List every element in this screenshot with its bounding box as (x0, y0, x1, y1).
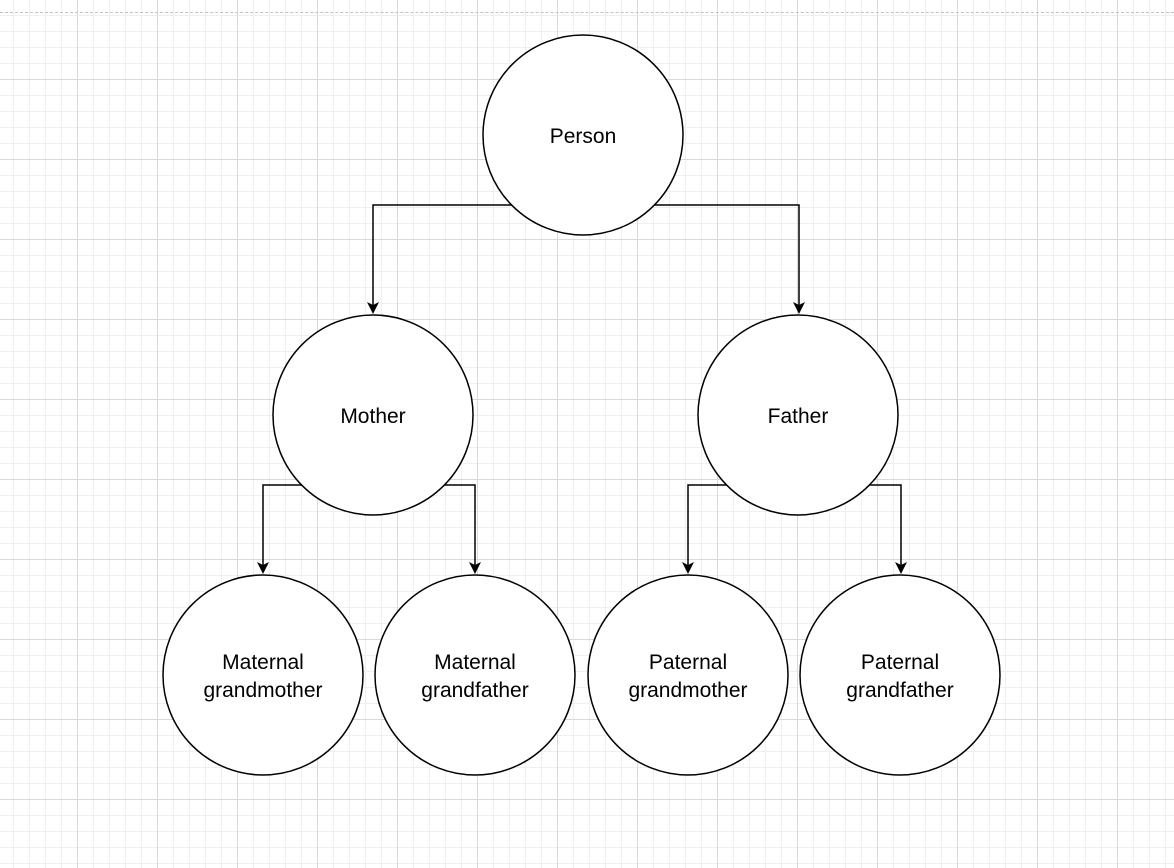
node-maternal-grandfather-circle (374, 574, 576, 776)
node-paternal-grandmother[interactable]: Paternal grandmother (587, 574, 789, 776)
node-mother[interactable]: Mother (272, 314, 474, 516)
node-paternal-grandfather-circle (799, 574, 1001, 776)
node-maternal-grandfather-label: Maternal (434, 651, 516, 674)
edge-mother-to-maternal-grandmother[interactable] (257, 484, 302, 574)
node-mother-circle (272, 314, 474, 516)
node-mother-label: Mother (340, 405, 405, 428)
node-person-label: Person (550, 125, 617, 148)
node-father[interactable]: Father (697, 314, 899, 516)
node-person-circle (482, 34, 684, 236)
node-maternal-grandfather-label-line2: grandfather (421, 679, 528, 702)
node-maternal-grandmother-label-line2: grandmother (203, 679, 322, 702)
node-paternal-grandfather[interactable]: Paternal grandfather (799, 574, 1001, 776)
edge-person-to-father[interactable] (654, 204, 805, 314)
edge-person-to-mother[interactable] (367, 204, 512, 314)
node-father-label: Father (768, 405, 829, 428)
page-boundary-line (0, 12, 1174, 13)
edge-mother-to-maternal-grandfather[interactable] (444, 484, 481, 574)
node-paternal-grandfather-label: Paternal (861, 651, 939, 674)
node-paternal-grandmother-label-line2: grandmother (628, 679, 747, 702)
node-maternal-grandmother-circle (162, 574, 364, 776)
node-maternal-grandmother[interactable]: Maternal grandmother (162, 574, 364, 776)
node-maternal-grandmother-label: Maternal (222, 651, 304, 674)
edge-father-to-paternal-grandfather[interactable] (869, 484, 907, 574)
node-paternal-grandmother-circle (587, 574, 789, 776)
node-maternal-grandfather[interactable]: Maternal grandfather (374, 574, 576, 776)
node-paternal-grandfather-label-line2: grandfather (846, 679, 953, 702)
node-paternal-grandmother-label: Paternal (649, 651, 727, 674)
node-person[interactable]: Person (482, 34, 684, 236)
edge-father-to-paternal-grandmother[interactable] (682, 484, 727, 574)
node-father-circle (697, 314, 899, 516)
